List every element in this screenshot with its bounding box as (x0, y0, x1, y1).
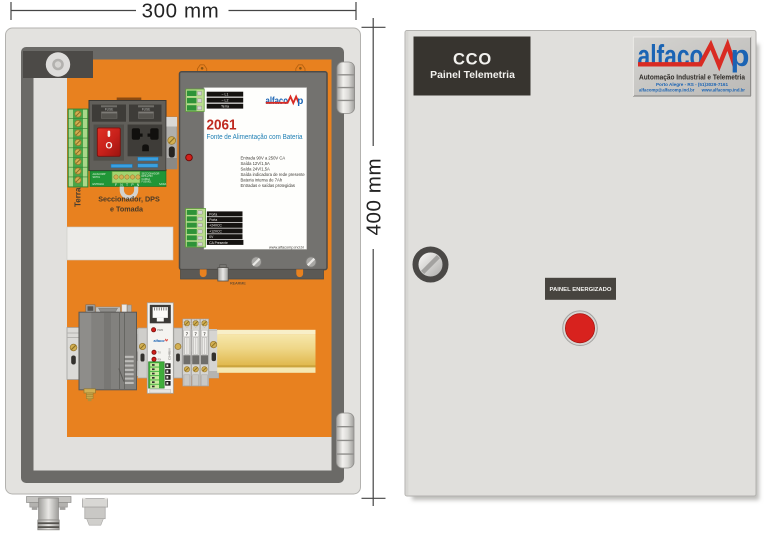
svg-text:TX: TX (158, 352, 162, 355)
svg-text:Saída 24V/1,5A: Saída 24V/1,5A (241, 166, 271, 171)
svg-text:CARGA: CARGA (142, 178, 151, 181)
svg-text:www.alfacomp.ind.br: www.alfacomp.ind.br (269, 245, 305, 249)
svg-text:7: 7 (186, 331, 189, 336)
svg-text:SECCIONADOR: SECCIONADOR (142, 173, 160, 176)
svg-text:FUSIVEL: FUSIVEL (142, 180, 153, 183)
svg-text:Saída 12V/1,5A: Saída 12V/1,5A (241, 161, 271, 166)
svg-text:400 mm: 400 mm (362, 158, 385, 236)
svg-text:PAINEL ENERGIZADO: PAINEL ENERGIZADO (550, 287, 612, 293)
svg-text:7: 7 (203, 331, 206, 336)
svg-text:Terra: Terra (74, 187, 83, 207)
svg-text:RX: RX (158, 359, 162, 362)
svg-text:REARME: REARME (230, 281, 246, 285)
svg-text:p: p (297, 96, 303, 107)
svg-text:Bateria interna de 7Ah: Bateria interna de 7Ah (241, 177, 283, 182)
svg-text:Porto Alegre - RS - (51)3029-7: Porto Alegre - RS - (51)3029-7161 (656, 82, 729, 87)
svg-text:alfaco: alfaco (154, 339, 165, 343)
svg-text:CA Presente: CA Presente (209, 241, 228, 245)
svg-text:Seccionador, DPS: Seccionador, DPS (98, 194, 160, 203)
svg-text:alfaco: alfaco (638, 38, 704, 73)
svg-text:N: N (137, 183, 140, 187)
svg-text:CS485/V: CS485/V (168, 348, 172, 360)
svg-text:SAIDA: SAIDA (159, 183, 167, 186)
svg-text:T: T (126, 183, 128, 187)
svg-text:Automação Industrial e Telemet: Automação Industrial e Telemetria (639, 73, 746, 82)
svg-text:ENTRADA: ENTRADA (93, 183, 105, 186)
svg-text:F: F (115, 183, 117, 187)
svg-text:alfaco: alfaco (266, 96, 289, 107)
svg-text:Saída indicadora de rede prese: Saída indicadora de rede presente (241, 172, 306, 177)
svg-text:PWR: PWR (157, 328, 163, 332)
svg-text:Entradas e saídas protegidas: Entradas e saídas protegidas (241, 183, 295, 188)
svg-text:alfacomp@alfacomp.ind.br: alfacomp@alfacomp.ind.br www.alfacomp.in… (639, 87, 745, 92)
svg-text:p: p (731, 38, 750, 73)
svg-text:P: P (131, 183, 134, 187)
svg-text:+12VCC: +12VCC (209, 229, 222, 233)
svg-text:e Tomada: e Tomada (110, 205, 144, 214)
svg-text:Fonte de Alimentação com Bater: Fonte de Alimentação com Bateria (207, 134, 303, 141)
svg-text:~ L2: ~ L2 (222, 98, 229, 102)
svg-text:300 mm: 300 mm (142, 0, 220, 23)
svg-text:Painel Telemetria: Painel Telemetria (430, 70, 515, 81)
svg-text:FUSE: FUSE (105, 108, 114, 112)
svg-text:FUSE: FUSE (142, 108, 151, 112)
svg-text:Porta: Porta (209, 212, 217, 216)
svg-text:Terra: Terra (221, 104, 229, 108)
svg-text:ALFACOMP: ALFACOMP (93, 173, 106, 176)
svg-text:Porta: Porta (209, 218, 217, 222)
svg-text:7: 7 (195, 331, 198, 336)
svg-text:+24VCC: +24VCC (209, 224, 222, 228)
svg-text:SDT01: SDT01 (93, 176, 101, 179)
svg-text:~ L1: ~ L1 (222, 92, 229, 96)
svg-text:N: N (120, 183, 123, 187)
svg-text:Entrada 90V a 250V CA: Entrada 90V a 250V CA (241, 155, 286, 160)
svg-text:0V: 0V (209, 235, 214, 239)
svg-text:DPS 275V: DPS 275V (142, 175, 154, 178)
svg-text:CCO: CCO (453, 51, 492, 69)
svg-text:O: O (105, 140, 112, 150)
svg-text:2061: 2061 (207, 118, 237, 134)
